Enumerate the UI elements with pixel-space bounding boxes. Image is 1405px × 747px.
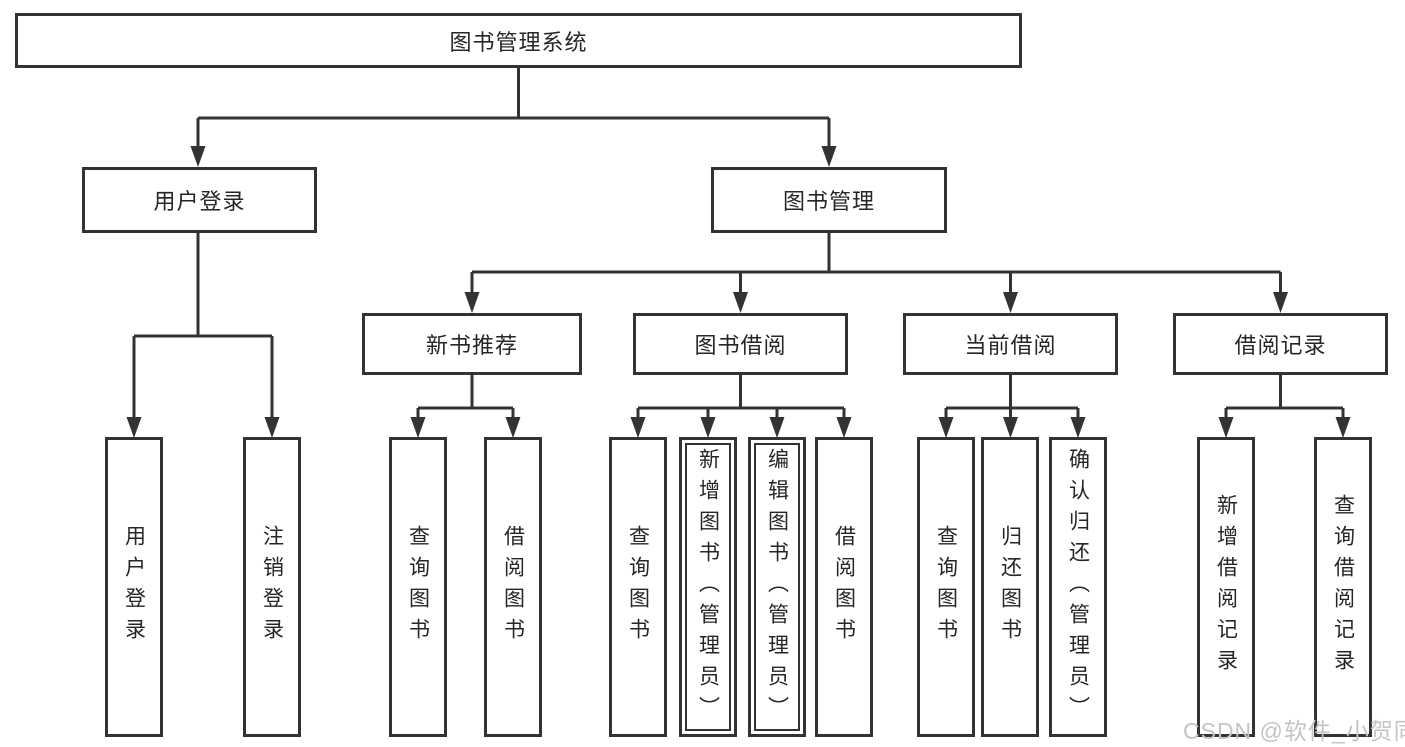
leaf-user-login-label: 用户登录 xyxy=(122,525,146,649)
arrow-down-icon xyxy=(1003,417,1018,438)
leaf-borrow-book-label: 借阅图书 xyxy=(832,525,856,649)
node-current-borrow-label: 当前借阅 xyxy=(964,333,1057,358)
connector-paths xyxy=(132,68,1345,432)
arrow-down-icon xyxy=(769,417,785,438)
leaf-return-book: 归还图书 xyxy=(981,437,1039,737)
arrow-down-icon xyxy=(1003,292,1018,313)
node-user-login-label: 用户登录 xyxy=(153,189,246,214)
leaf-current-query-book-label: 查询图书 xyxy=(934,525,958,649)
arrow-down-icon xyxy=(264,417,280,438)
leaf-logout-label: 注销登录 xyxy=(260,525,284,649)
arrow-down-icon xyxy=(505,417,521,438)
leaf-borrow-book: 借阅图书 xyxy=(815,437,873,737)
leaf-add-book-admin: 新增图书（管理员） xyxy=(679,437,737,737)
arrow-down-icon xyxy=(126,417,142,438)
node-user-login: 用户登录 xyxy=(82,167,317,233)
leaf-user-login: 用户登录 xyxy=(105,437,163,737)
node-book-management-label: 图书管理 xyxy=(782,189,875,214)
arrow-down-icon xyxy=(190,146,206,167)
arrow-down-icon xyxy=(410,417,426,438)
node-borrow-record-label: 借阅记录 xyxy=(1234,333,1327,358)
arrow-down-icon xyxy=(821,146,837,167)
arrow-down-icon xyxy=(733,292,748,313)
arrow-down-icon xyxy=(464,292,480,313)
leaf-return-book-label: 归还图书 xyxy=(998,525,1022,649)
node-book-borrow: 图书借阅 xyxy=(633,313,848,375)
node-root-label: 图书管理系统 xyxy=(449,29,588,55)
node-book-borrow-label: 图书借阅 xyxy=(694,333,787,358)
csdn-watermark: CSDN @软件_小贺同学 xyxy=(1183,718,1405,744)
node-borrow-record: 借阅记录 xyxy=(1173,313,1388,375)
leaf-add-borrow-record-label: 新增借阅记录 xyxy=(1214,494,1238,680)
arrow-down-icon xyxy=(630,417,646,438)
node-new-book-recommend-label: 新书推荐 xyxy=(425,333,518,358)
leaf-current-query-book: 查询图书 xyxy=(917,437,975,737)
arrow-down-icon xyxy=(1218,417,1234,438)
leaf-add-borrow-record: 新增借阅记录 xyxy=(1197,437,1255,737)
arrow-down-icon xyxy=(938,417,954,438)
node-current-borrow: 当前借阅 xyxy=(903,313,1118,375)
arrow-down-icon xyxy=(1070,417,1086,438)
arrow-down-icon xyxy=(836,417,852,438)
leaf-edit-book-admin-label: 编辑图书（管理员） xyxy=(765,447,789,727)
leaf-query-borrow-record-label: 查询借阅记录 xyxy=(1331,494,1355,680)
node-root: 图书管理系统 xyxy=(15,13,1022,68)
leaf-recommend-query-book-label: 查询图书 xyxy=(406,525,430,649)
node-new-book-recommend: 新书推荐 xyxy=(362,313,582,375)
leaf-query-borrow-record: 查询借阅记录 xyxy=(1314,437,1372,737)
leaf-recommend-borrow-book: 借阅图书 xyxy=(484,437,542,737)
leaf-confirm-return-admin-label: 确认归还（管理员） xyxy=(1066,447,1090,727)
leaf-recommend-query-book: 查询图书 xyxy=(389,437,447,737)
leaf-add-book-admin-label: 新增图书（管理员） xyxy=(696,447,720,727)
arrow-down-icon xyxy=(1273,292,1288,313)
arrow-down-icon xyxy=(700,417,716,438)
leaf-borrow-query-book-label: 查询图书 xyxy=(626,525,650,649)
leaf-confirm-return-admin: 确认归还（管理员） xyxy=(1049,437,1107,737)
leaf-borrow-query-book: 查询图书 xyxy=(609,437,667,737)
node-book-management: 图书管理 xyxy=(711,167,947,233)
leaf-recommend-borrow-book-label: 借阅图书 xyxy=(501,525,525,649)
leaf-logout: 注销登录 xyxy=(243,437,301,737)
arrow-down-icon xyxy=(1335,417,1351,438)
leaf-edit-book-admin: 编辑图书（管理员） xyxy=(748,437,806,737)
